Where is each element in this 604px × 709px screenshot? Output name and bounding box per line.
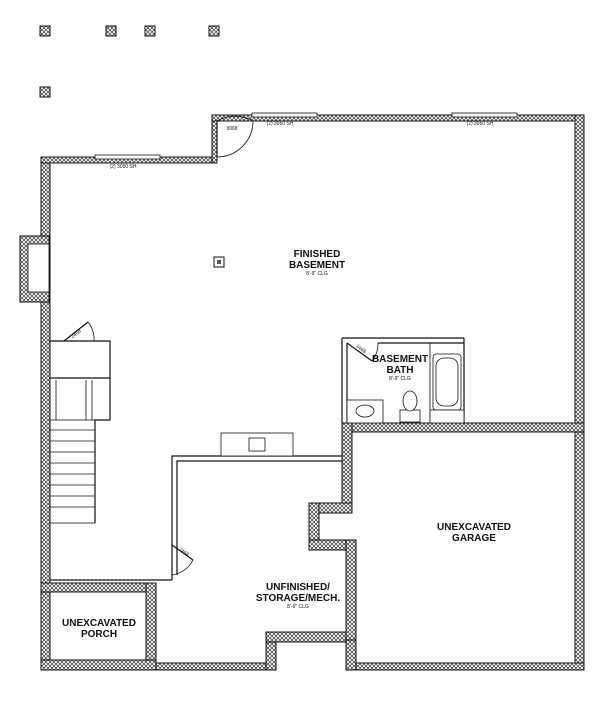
hatch-symbol-icon <box>144 25 156 37</box>
toilet-tank <box>399 409 421 423</box>
legend-symbols <box>39 25 220 98</box>
room-finished-basement-line1: FINISHED <box>294 249 341 260</box>
room-garage-line1: UNEXCAVATED <box>437 522 511 533</box>
room-porch-line1: UNEXCAVATED <box>62 618 136 629</box>
window-label-left: (2) 3050 SH <box>110 164 137 170</box>
room-bath-line1: BASEMENT <box>372 354 428 365</box>
fixtures <box>213 256 465 457</box>
door-swing-icon <box>87 321 95 342</box>
door-swing-icon <box>216 115 254 122</box>
sink-icon <box>248 437 266 452</box>
stairs <box>49 380 96 524</box>
exterior-walls <box>19 114 585 671</box>
window-label-right: (2) 3050 SH <box>467 121 494 127</box>
room-finished-basement-ceiling: 8'-9" CLG <box>306 271 328 277</box>
door-label-storage: 2468 <box>177 546 190 558</box>
door-label-stair: 2468 <box>70 328 83 340</box>
door-swing-icon <box>371 342 379 362</box>
room-finished-basement-line2: BASEMENT <box>289 260 345 271</box>
room-labels: FINISHED BASEMENT 8'-9" CLG BASEMENT BAT… <box>62 249 511 640</box>
window-middle <box>251 112 318 118</box>
doors: 3068 2468 2468 2468 <box>63 115 379 576</box>
window-right <box>451 112 518 118</box>
hatch-symbol-icon <box>105 25 117 37</box>
hatch-symbol-icon <box>39 86 51 98</box>
door-label-top: 3068 <box>226 126 237 132</box>
toilet-icon <box>402 390 418 412</box>
room-porch-line2: PORCH <box>81 629 117 640</box>
window-left <box>94 154 161 160</box>
room-garage-line2: GARAGE <box>452 533 496 544</box>
bath-sink-icon <box>355 404 375 418</box>
hatch-symbol-icon <box>39 25 51 37</box>
room-bath-line2: BATH <box>386 365 413 376</box>
room-storage-line2: STORAGE/MECH. <box>256 593 340 604</box>
window-label-middle: (2) 3050 SH <box>267 121 294 127</box>
door-label-bath: 2468 <box>354 343 367 355</box>
windows: (2) 3050 SH (2) 3050 SH (2) 3050 SH <box>94 112 518 170</box>
hatch-symbol-icon <box>208 25 220 37</box>
room-bath-ceiling: 8'-9" CLG <box>389 376 411 382</box>
room-storage-ceiling: 8'-9" CLG <box>287 604 309 610</box>
door-swing-icon <box>171 559 194 576</box>
room-storage-line1: UNFINISHED/ <box>266 582 330 593</box>
